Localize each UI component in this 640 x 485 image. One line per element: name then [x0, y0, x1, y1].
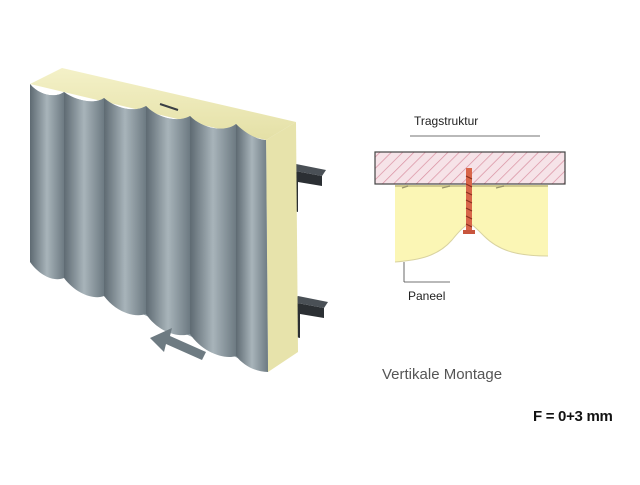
support-rail-top — [290, 164, 326, 212]
sandwich-panel — [30, 84, 268, 372]
label-tolerance: F = 0+3 mm — [533, 408, 613, 425]
label-vertikale-montage: Vertikale Montage — [382, 366, 503, 383]
arrow-icon — [150, 328, 206, 360]
label-paneel: Paneel — [408, 289, 446, 303]
screw-icon — [463, 168, 475, 234]
label-tragstruktur: Tragstruktur — [414, 114, 479, 128]
support-rail-bottom — [292, 296, 328, 338]
